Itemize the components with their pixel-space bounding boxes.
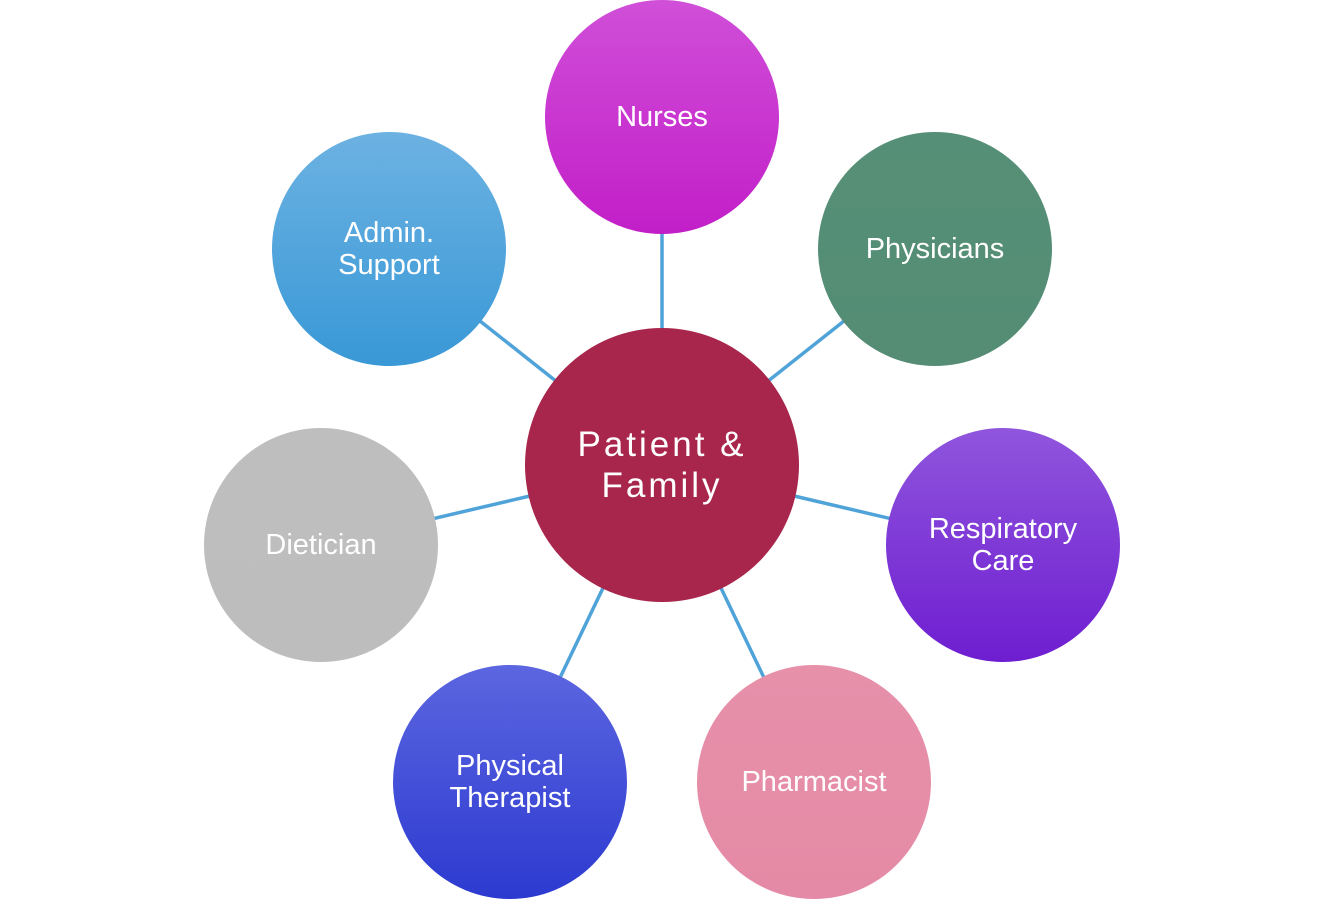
node-dietician-circle [204, 428, 438, 662]
node-physical-therapist-label-line: Therapist [450, 782, 571, 814]
node-patient-family: Patient &Family [525, 328, 799, 602]
node-nurses-circle [545, 0, 779, 234]
node-nurses-label-line: Nurses [616, 101, 708, 133]
node-dietician-label-line: Dietician [265, 529, 376, 561]
connector-dietician [430, 493, 533, 521]
node-patient-family-label-line: Family [601, 466, 722, 505]
node-respiratory-care-circle [886, 428, 1120, 662]
node-pharmacist-circle [697, 665, 931, 899]
node-dietician: Dietician [204, 428, 438, 662]
node-admin-support-label-line: Admin. [344, 217, 434, 249]
node-physicians: Physicians [818, 132, 1052, 366]
node-patient-family-circle [525, 328, 799, 602]
connector-group [430, 230, 894, 681]
node-physical-therapist-label-line: Physical [456, 750, 564, 782]
node-physicians-label-line: Physicians [866, 233, 1005, 265]
node-patient-family-label-line: Patient & [577, 425, 746, 464]
node-pharmacist: Pharmacist [697, 665, 931, 899]
connector-physical-therapist [557, 584, 607, 681]
node-admin-support-label-line: Support [338, 249, 440, 281]
node-group: NursesPhysiciansRespiratoryCarePharmacis… [204, 0, 1120, 899]
connector-respiratory-care [791, 493, 894, 521]
node-physical-therapist-circle [393, 665, 627, 899]
node-pharmacist-label-line: Pharmacist [741, 766, 886, 798]
connector-pharmacist [717, 584, 767, 681]
node-respiratory-care-label-line: Care [972, 545, 1035, 577]
node-admin-support-circle [272, 132, 506, 366]
node-nurses: Nurses [545, 0, 779, 234]
node-admin-support: Admin.Support [272, 132, 506, 366]
connector-physicians [765, 317, 848, 384]
connector-admin-support [476, 317, 559, 384]
node-physicians-circle [818, 132, 1052, 366]
node-respiratory-care-label-line: Respiratory [929, 513, 1078, 545]
